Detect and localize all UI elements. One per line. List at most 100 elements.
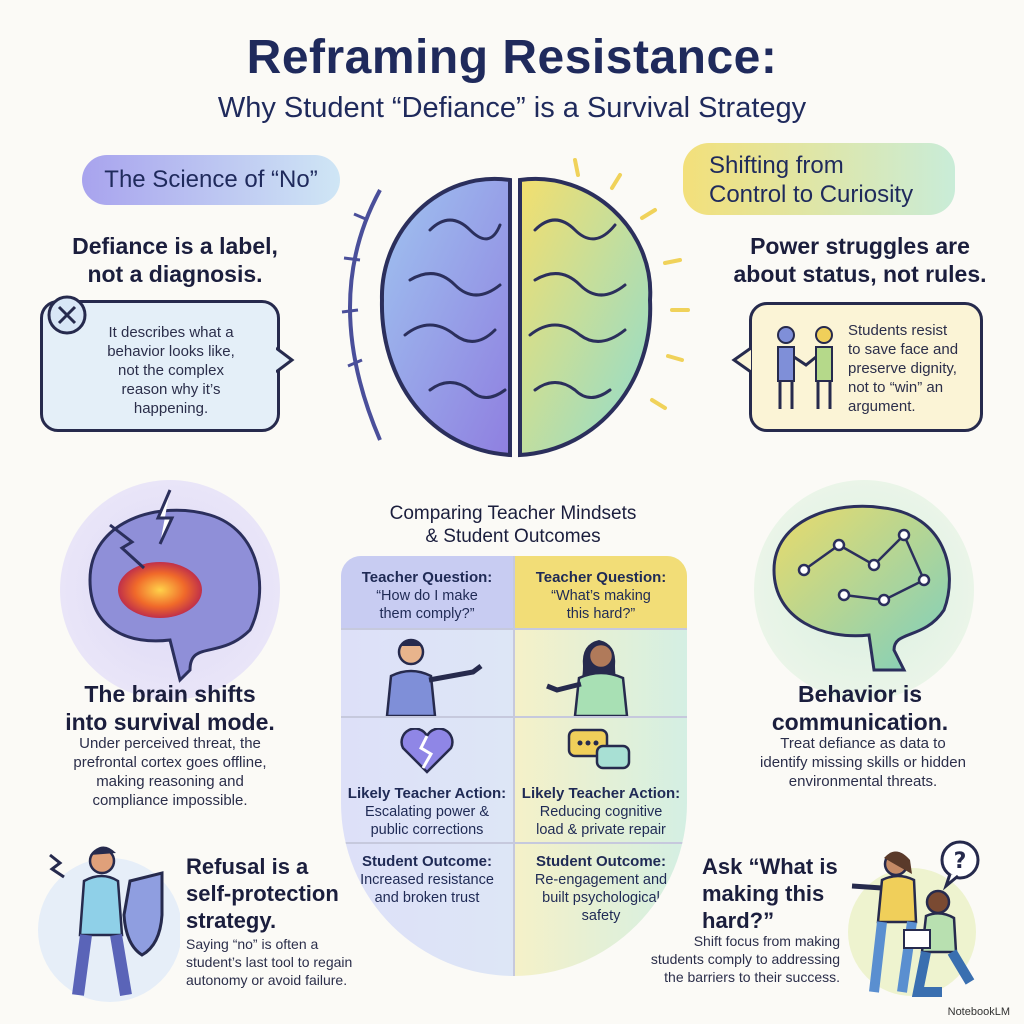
page-subtitle: Why Student “Defiance” is a Survival Str… — [217, 92, 807, 124]
power-body-line: Students resist — [848, 322, 948, 339]
brain-icon — [341, 158, 690, 458]
communication-heading: Behavior is communication. — [730, 680, 990, 736]
right-header-bg — [515, 556, 687, 628]
table-row-divider — [341, 716, 687, 718]
pointing-teacher-icon — [385, 638, 483, 716]
question-label: Teacher Question: — [535, 569, 667, 586]
footer-brand: NotebookLM — [947, 1006, 1010, 1018]
left-action-cell: Likely Teacher Action: Escalating power … — [341, 784, 513, 839]
left-header-bg — [341, 556, 513, 628]
power-heading: Power struggles are about status, not ru… — [720, 232, 1000, 288]
shield-person-icon — [38, 846, 180, 1002]
ask-heading-line: making this — [702, 881, 825, 906]
power-card: Students resist to save face and preserv… — [749, 302, 983, 432]
power-body-line: argument. — [848, 398, 916, 415]
table-row-divider — [341, 628, 687, 630]
right-action-cell: Likely Teacher Action: Reducing cognitiv… — [515, 784, 687, 839]
power-heading-line-1: Power struggles are — [750, 233, 970, 259]
communication-body: Treat defiance as data to identify missi… — [730, 734, 996, 791]
action-line: Escalating power & — [364, 804, 490, 820]
outcome-line: built psychological — [542, 890, 660, 906]
comparison-table: Teacher Question: “How do I make them co… — [341, 556, 687, 976]
right-question-cell: Teacher Question: “What’s making this ha… — [515, 568, 687, 623]
comparison-title-line-2: & Student Outcomes — [425, 526, 601, 547]
action-line: load & private repair — [536, 822, 666, 838]
survival-body-line: prefrontal cortex goes offline, — [73, 754, 267, 771]
action-label: Likely Teacher Action: — [521, 785, 681, 802]
question-label: Teacher Question: — [361, 569, 493, 586]
svg-text:?: ? — [954, 849, 967, 874]
right-outcome-cell: Student Outcome: Re-engagement and built… — [515, 852, 687, 925]
survival-body: Under perceived threat, the prefrontal c… — [30, 734, 310, 810]
comparison-title-line-1: Comparing Teacher Mindsets — [389, 503, 637, 524]
speech-bubbles-icon — [567, 728, 631, 770]
question-line: “What’s making — [551, 588, 651, 604]
defiance-heading-line-2: not a diagnosis. — [87, 261, 263, 287]
power-body: Students resist to save face and preserv… — [848, 321, 976, 416]
survival-body-line: Under perceived threat, the — [79, 735, 261, 752]
ask-body-line: students comply to addressing — [650, 951, 840, 967]
refusal-body-line: student’s last tool to regain — [186, 954, 353, 970]
defiance-body-line: reason why it’s — [121, 381, 221, 398]
ask-body: Shift focus from making students comply … — [612, 932, 840, 986]
pill-line-1: Shifting from — [709, 152, 844, 179]
outcome-line: Re-engagement and — [534, 872, 668, 888]
communication-body-line: identify missing skills or hidden — [760, 754, 966, 771]
lightning-brain-icon — [60, 480, 280, 700]
refusal-body: Saying “no” is often a student’s last to… — [186, 935, 386, 989]
communication-heading-line-2: communication. — [771, 709, 949, 735]
network-brain-icon — [754, 480, 974, 700]
refusal-heading: Refusal is a self-protection strategy. — [186, 853, 366, 934]
survival-heading-line-2: into survival mode. — [65, 709, 275, 735]
power-body-line: to save face and — [848, 341, 959, 358]
ask-heading: Ask “What is making this hard?” — [702, 853, 852, 934]
card-pointer — [731, 346, 752, 374]
science-of-no-pill: The Science of “No” — [82, 155, 340, 205]
communication-body-line: environmental threats. — [788, 773, 938, 790]
question-line: them comply?” — [379, 606, 475, 622]
left-question-cell: Teacher Question: “How do I make them co… — [341, 568, 513, 623]
pill-line-2: Control to Curiosity — [709, 181, 914, 208]
defiance-body-line: It describes what a — [108, 324, 234, 341]
outcome-label: Student Outcome: — [362, 853, 492, 870]
ask-body-line: Shift focus from making — [693, 933, 840, 949]
open-hand-teacher-icon — [546, 640, 629, 716]
comparison-title: Comparing Teacher Mindsets & Student Out… — [340, 502, 686, 548]
refusal-heading-line: strategy. — [186, 908, 277, 933]
card-pointer — [276, 346, 295, 374]
survival-heading-line-1: The brain shifts — [84, 681, 256, 707]
handshake-icon — [777, 326, 833, 409]
communication-heading-line-1: Behavior is — [798, 681, 922, 707]
action-line: public corrections — [370, 822, 484, 838]
question-line: “How do I make — [376, 588, 478, 604]
table-column-divider — [513, 556, 515, 976]
outcome-line: safety — [581, 908, 621, 924]
helping-people-icon: ? — [848, 840, 980, 997]
refusal-heading-line: Refusal is a — [186, 854, 309, 879]
outcome-line: and broken trust — [374, 890, 480, 906]
refusal-heading-line: self-protection — [186, 881, 339, 906]
broken-heart-icon — [400, 728, 454, 774]
defiance-body-line: happening. — [133, 400, 209, 417]
table-row-divider — [341, 842, 687, 844]
ask-body-line: the barriers to their success. — [664, 969, 840, 985]
action-line: Reducing cognitive — [539, 804, 663, 820]
power-heading-line-2: about status, not rules. — [733, 261, 987, 287]
refusal-body-line: autonomy or avoid failure. — [186, 972, 348, 988]
refusal-body-line: Saying “no” is often a — [186, 936, 319, 952]
outcome-line: Increased resistance — [360, 872, 494, 888]
defiance-body-line: not the complex — [118, 362, 224, 379]
defiance-body-line: behavior looks like, — [107, 343, 235, 360]
control-to-curiosity-pill: Shifting from Control to Curiosity — [683, 143, 955, 215]
communication-body-line: Treat defiance as data to — [780, 735, 946, 752]
defiance-heading: Defiance is a label, not a diagnosis. — [40, 232, 310, 288]
power-body-line: preserve dignity, — [848, 360, 957, 377]
survival-body-line: making reasoning and — [96, 773, 244, 790]
question-line: this hard?” — [566, 606, 636, 622]
survival-heading: The brain shifts into survival mode. — [50, 680, 290, 736]
page-title: Reframing Resistance: — [246, 31, 778, 84]
ask-heading-line: hard?” — [702, 908, 775, 933]
ask-heading-line: Ask “What is — [702, 854, 838, 879]
left-outcome-cell: Student Outcome: Increased resistance an… — [341, 852, 513, 907]
defiance-heading-line-1: Defiance is a label, — [72, 233, 278, 259]
